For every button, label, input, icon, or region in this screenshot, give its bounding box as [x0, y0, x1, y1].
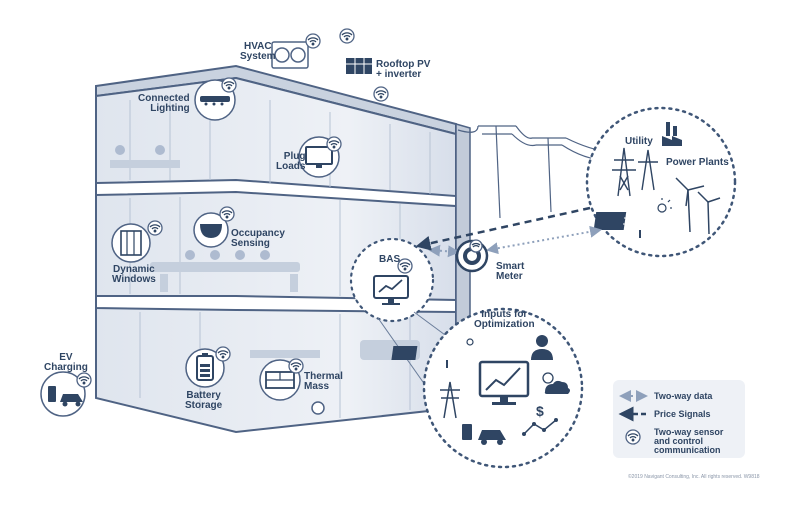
ev-charging-icon	[40, 371, 86, 417]
sun-icon	[657, 198, 672, 213]
solar-input-icon	[391, 338, 474, 368]
rooftop-pv-icon	[346, 58, 372, 74]
wind-turbine-icon	[675, 177, 721, 235]
wifi-icon	[147, 220, 163, 236]
thermal-pipe-icon	[311, 401, 325, 415]
legend-sensor-comm: Two-way sensor and control communication	[654, 427, 724, 455]
wifi-icon	[76, 372, 92, 388]
occupancy-sensor-icon	[193, 212, 229, 248]
wifi-icon	[288, 358, 304, 374]
legend-wifi-icon	[625, 429, 641, 445]
label-power-plants: Power Plants	[666, 157, 729, 168]
wifi-icon	[339, 28, 355, 44]
weather-icon	[542, 372, 570, 394]
label-bas: BAS	[379, 254, 401, 265]
wifi-icon	[373, 86, 389, 102]
legend-icons	[618, 390, 648, 445]
wifi-icon	[219, 206, 235, 222]
power-lines	[457, 125, 611, 219]
battery-icon	[185, 348, 225, 388]
wifi-icon	[397, 258, 413, 274]
wifi-icon	[469, 239, 483, 253]
ev-input-icon	[462, 424, 506, 445]
wifi-icon	[305, 33, 321, 49]
power-plant-icon	[662, 122, 682, 146]
transmission-tower-icon	[612, 147, 658, 197]
label-rooftop-pv: Rooftop PV+ inverter	[376, 59, 431, 80]
dynamic-windows-icon	[111, 223, 151, 263]
wifi-icon	[215, 346, 231, 362]
copyright: ©2019 Navigant Consulting, Inc. All righ…	[628, 474, 760, 480]
label-utility: Utility	[625, 136, 653, 147]
two-way-data-arrow	[486, 225, 602, 255]
bas-monitor-icon	[373, 275, 409, 305]
tower-input-icon	[440, 381, 460, 419]
utility-circle	[585, 106, 737, 258]
hvac-unit-icon	[271, 41, 309, 69]
wifi-icons	[76, 28, 483, 388]
person-icon	[531, 335, 553, 360]
svg-text:$: $	[536, 403, 544, 419]
solar-panel-icon	[593, 212, 653, 238]
legend-two-way-data: Two-way data	[654, 391, 713, 401]
price-signal-arrow	[415, 206, 591, 251]
legend-price-signals: Price Signals	[654, 409, 711, 419]
wifi-icon	[221, 77, 237, 93]
price-input-icon: $	[522, 403, 558, 436]
optimization-monitor-icon	[478, 360, 530, 405]
wifi-icon	[326, 136, 342, 152]
